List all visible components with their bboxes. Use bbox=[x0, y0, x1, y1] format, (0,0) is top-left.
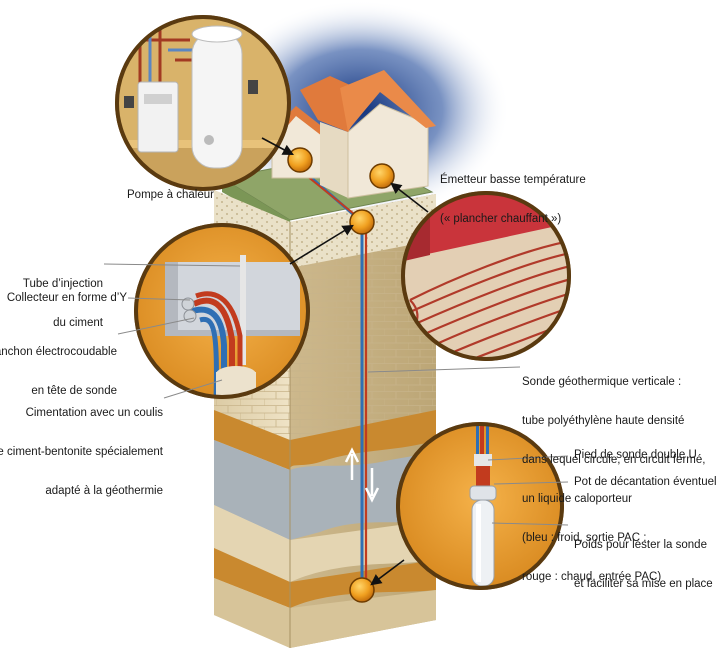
label-ciment-line2: de ciment-bentonite spécialement bbox=[0, 446, 163, 458]
detail-floor-heating bbox=[401, 191, 571, 361]
label-sonde-line3: dans lequel circule, en circuit fermé, bbox=[522, 454, 706, 466]
label-tube-injection: Tube d’injection du ciment bbox=[23, 252, 103, 343]
node-probe-head bbox=[349, 209, 375, 235]
connector-arrows bbox=[261, 137, 429, 586]
label-cimentation: Cimentation avec un coulis de ciment-ben… bbox=[0, 381, 163, 511]
flow-arrows bbox=[344, 447, 380, 503]
detail-probe-foot bbox=[396, 422, 564, 590]
label-emetteur: Émetteur basse température (« plancher c… bbox=[440, 148, 586, 239]
label-emetteur-line1: Émetteur basse température bbox=[440, 174, 586, 186]
label-poids-line1: Poids pour lester la sonde bbox=[574, 539, 707, 551]
leader-lines bbox=[103, 263, 569, 526]
label-pot: Pot de décantation éventuel bbox=[574, 476, 717, 488]
label-tube-line2: du ciment bbox=[53, 317, 103, 329]
label-manchon-line1: Manchon électrocoudable bbox=[0, 346, 117, 358]
node-probe-foot bbox=[349, 577, 375, 603]
label-ciment-line3: adapté à la géothermie bbox=[45, 485, 163, 497]
label-manchon: Manchon électrocoudable en tête de sonde bbox=[0, 320, 117, 411]
label-sonde: Sonde géothermique verticale : tube poly… bbox=[522, 350, 705, 597]
node-floor bbox=[369, 163, 395, 189]
label-tube-line1: Tube d’injection bbox=[22, 278, 103, 290]
label-poids-line2: et faciliter sa mise en place bbox=[574, 578, 713, 590]
label-collecteur: Collecteur en forme d’Y bbox=[6, 292, 127, 304]
label-sonde-line5: (bleu : froid, sortie PAC ; bbox=[522, 532, 647, 544]
label-sonde-line1: Sonde géothermique verticale : bbox=[522, 376, 682, 388]
house-right bbox=[300, 70, 436, 199]
ground-block bbox=[214, 151, 436, 648]
label-sonde-line4: un liquide caloporteur bbox=[522, 493, 632, 505]
label-emetteur-line2: (« plancher chauffant ») bbox=[440, 213, 562, 225]
label-poids: Poids pour lester la sonde et faciliter … bbox=[574, 513, 713, 604]
detail-heatpump bbox=[115, 15, 291, 191]
label-pompe: Pompe à chaleur bbox=[127, 189, 214, 201]
node-heatpump bbox=[287, 147, 313, 173]
label-manchon-line2: en tête de sonde bbox=[31, 385, 117, 397]
label-sonde-line2: tube polyéthylène haute densité bbox=[522, 415, 685, 427]
detail-collector bbox=[134, 223, 310, 399]
label-ciment-line1: Cimentation avec un coulis bbox=[25, 407, 163, 419]
label-sonde-line6: rouge : chaud, entrée PAC) bbox=[522, 571, 662, 583]
label-pied: Pied de sonde double U bbox=[574, 449, 697, 461]
